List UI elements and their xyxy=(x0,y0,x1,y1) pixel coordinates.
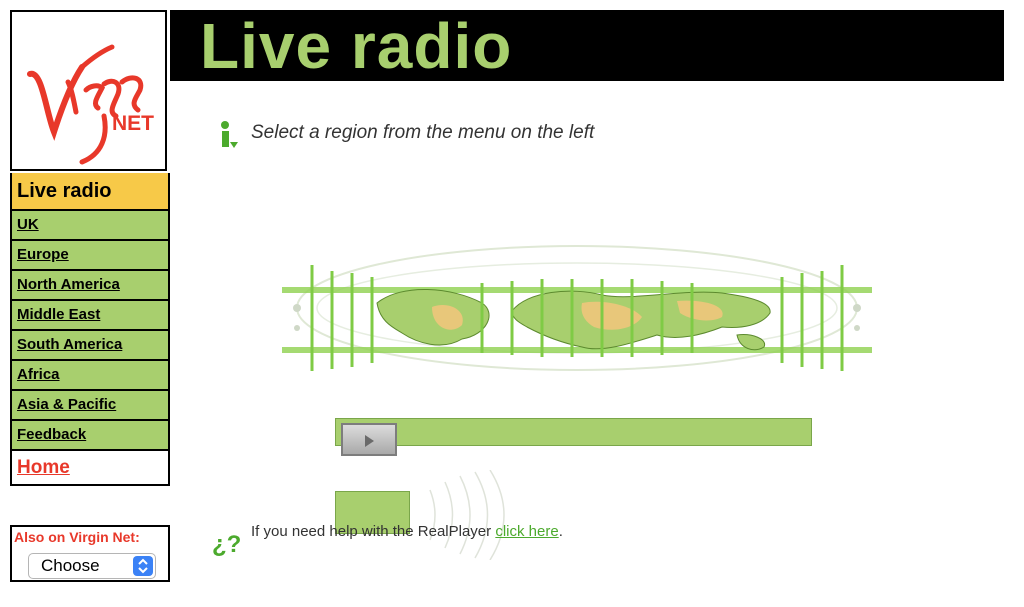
virgin-net-logo[interactable]: NET xyxy=(10,10,167,171)
also-select-value: Choose xyxy=(41,556,100,575)
nav-item-europe[interactable]: Europe xyxy=(12,241,168,271)
page-title: Live radio xyxy=(200,10,513,82)
help-prefix: If you need help with the RealPlayer xyxy=(251,523,496,540)
nav-item-north-america[interactable]: North America xyxy=(12,271,168,301)
video-display-box xyxy=(335,491,410,534)
select-arrows-icon xyxy=(133,556,153,576)
player-progress-bar[interactable] xyxy=(335,418,812,446)
help-icon: ¿? xyxy=(212,531,241,556)
help-text: If you need help with the RealPlayer cli… xyxy=(251,523,563,540)
info-icon xyxy=(221,121,238,148)
play-icon xyxy=(365,435,374,447)
also-select[interactable]: Choose xyxy=(28,553,156,579)
world-map-graphic xyxy=(282,243,872,373)
help-link[interactable]: click here xyxy=(495,523,559,540)
svg-text:NET: NET xyxy=(112,112,154,135)
header-bar: Live radio xyxy=(170,10,1004,81)
play-button[interactable] xyxy=(341,423,397,456)
nav-item-south-america[interactable]: South America xyxy=(12,331,168,361)
svg-text:¿?: ¿? xyxy=(212,531,241,556)
instruction-text: Select a region from the menu on the lef… xyxy=(251,122,595,143)
also-on-virgin-net: Also on Virgin Net: Choose xyxy=(10,525,170,582)
nav-item-africa[interactable]: Africa xyxy=(12,361,168,391)
nav-item-home[interactable]: Home xyxy=(12,451,168,484)
nav-heading: Live radio xyxy=(12,173,168,211)
nav-item-feedback[interactable]: Feedback xyxy=(12,421,168,451)
left-nav: Live radio UK Europe North America Middl… xyxy=(10,173,170,486)
sound-waves-graphic xyxy=(429,470,505,560)
nav-item-uk[interactable]: UK xyxy=(12,211,168,241)
nav-item-middle-east[interactable]: Middle East xyxy=(12,301,168,331)
help-suffix: . xyxy=(558,523,563,540)
nav-item-asia-pacific[interactable]: Asia & Pacific xyxy=(12,391,168,421)
also-label: Also on Virgin Net: xyxy=(14,529,140,545)
